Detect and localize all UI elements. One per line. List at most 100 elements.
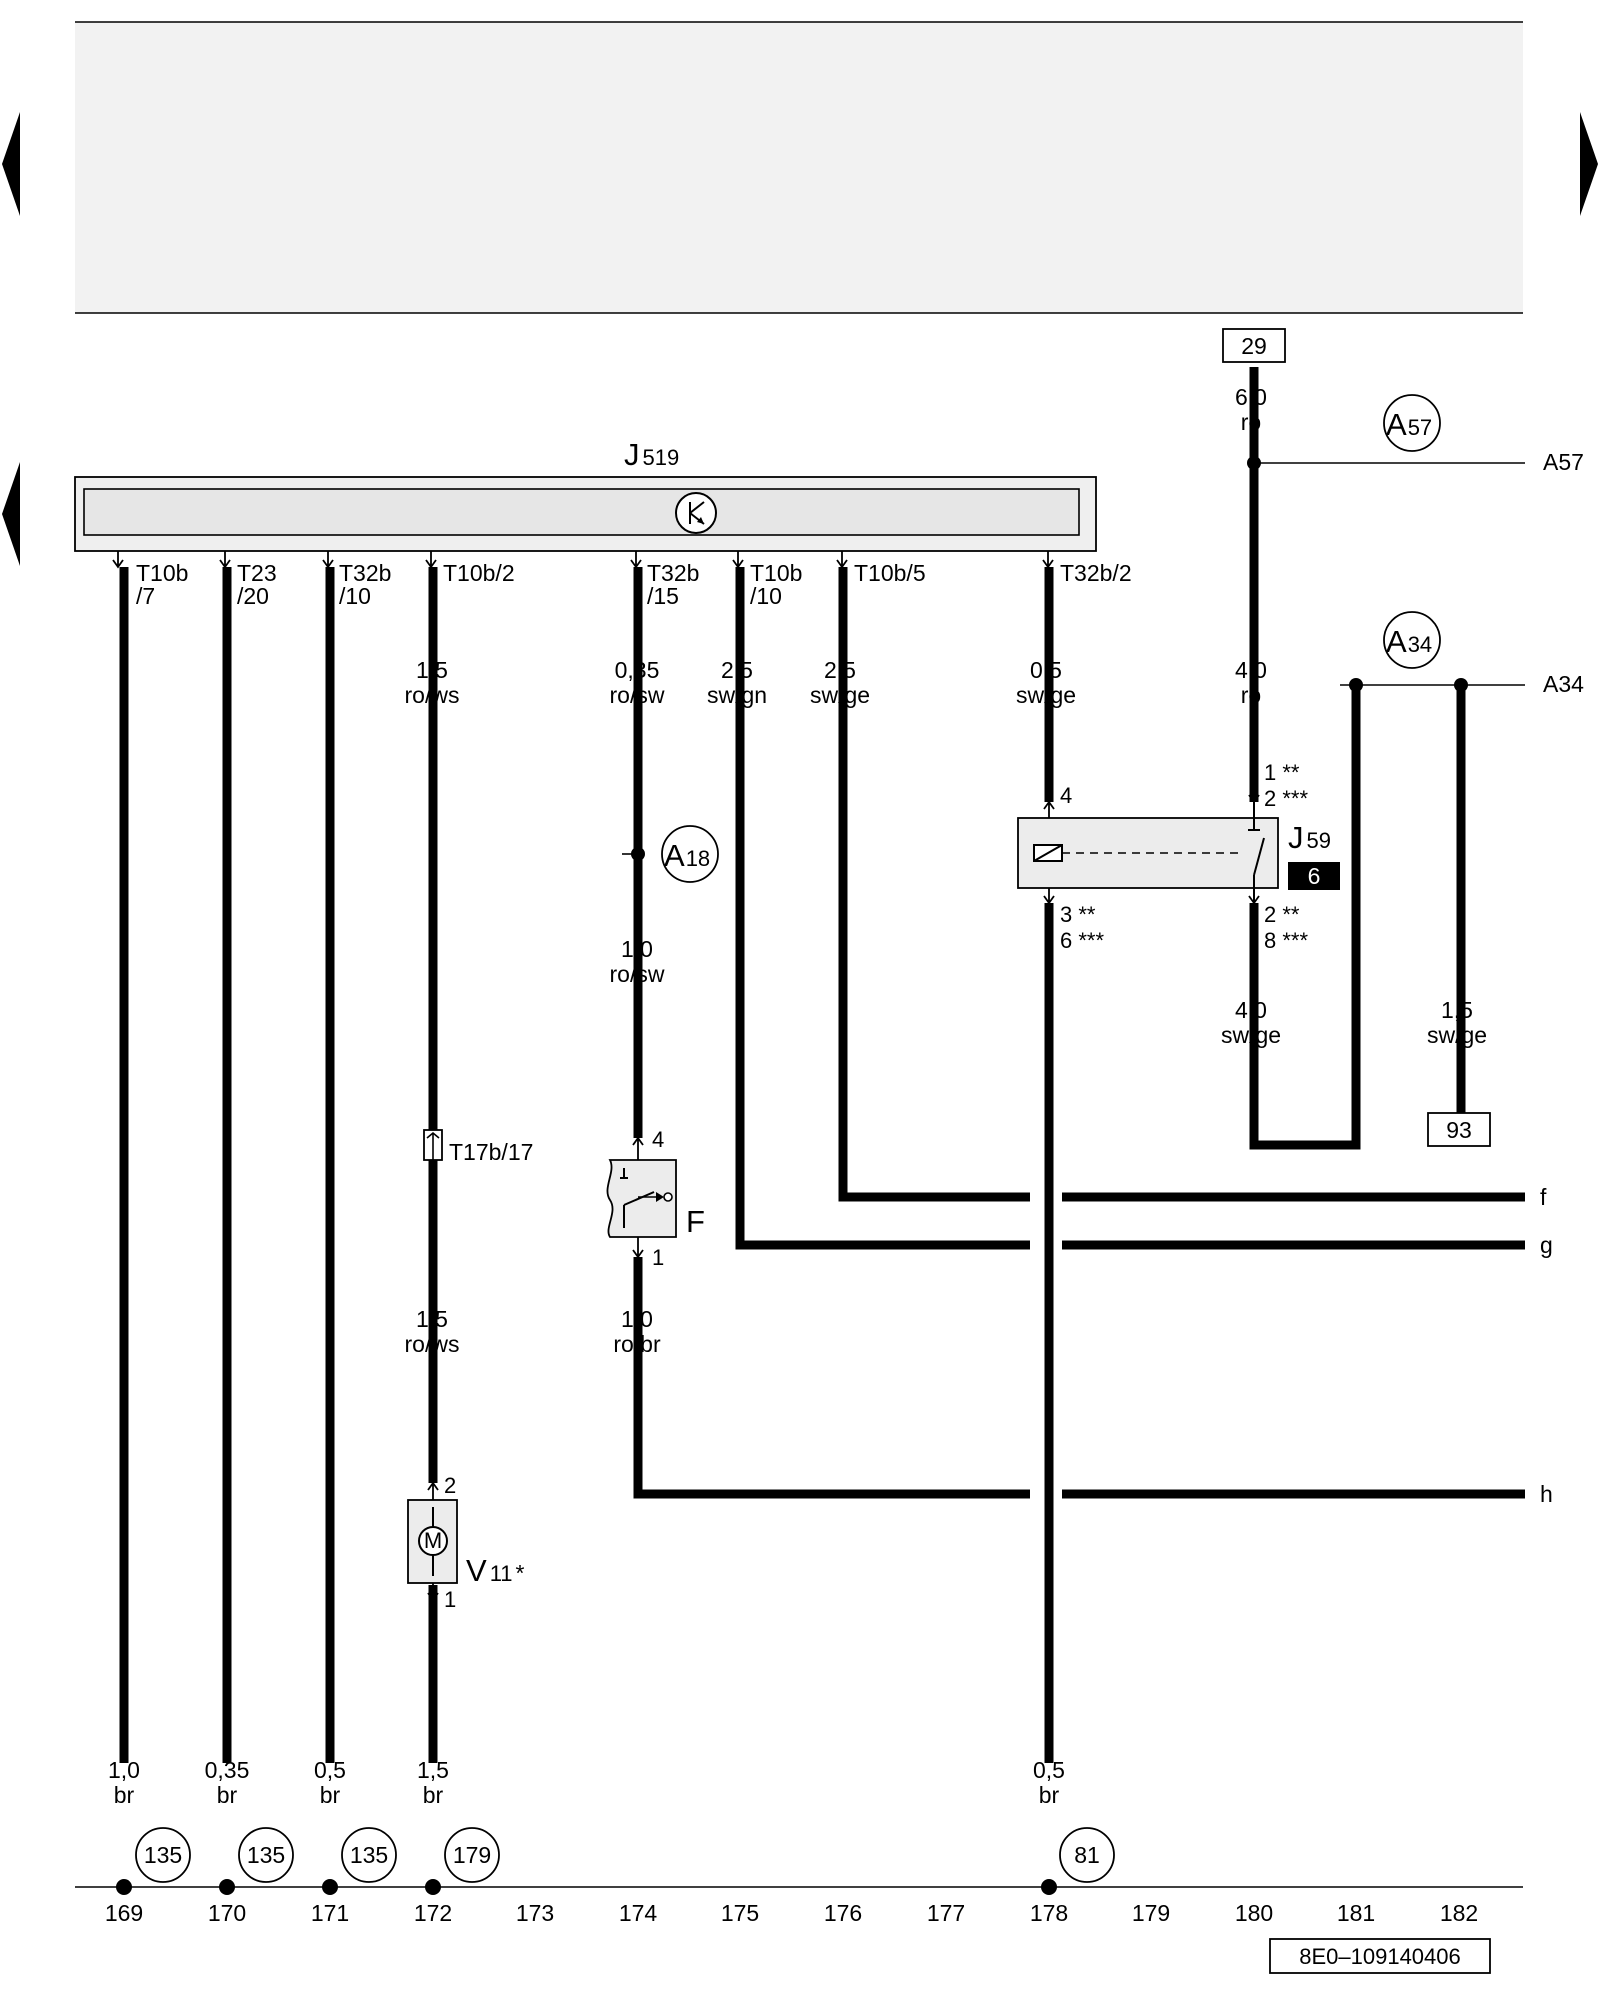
connection-point-a18: A18	[661, 825, 719, 883]
svg-text:sw/ge: sw/ge	[1016, 682, 1076, 708]
svg-text:8E0–109140406: 8E0–109140406	[1299, 1944, 1461, 1969]
j59-pin-3: 3 **	[1060, 902, 1096, 927]
svg-text:ro/br: ro/br	[613, 1331, 661, 1357]
svg-text:sw/ge: sw/ge	[1221, 1022, 1281, 1048]
t17b-label: T17b/17	[449, 1139, 533, 1165]
j59-pin-2-out: 2 **	[1264, 902, 1300, 927]
svg-text:179: 179	[453, 1842, 491, 1868]
terminal-t10b-7: T10b/7	[136, 560, 188, 609]
track-number: 178	[1030, 1900, 1068, 1926]
prev-page-arrow-icon[interactable]	[2, 112, 20, 216]
svg-text:2,5: 2,5	[824, 657, 856, 683]
svg-text:29: 29	[1241, 333, 1267, 359]
track-number: 171	[311, 1900, 349, 1926]
svg-text:br: br	[1039, 1782, 1060, 1808]
svg-text:A57: A57	[1386, 407, 1432, 442]
svg-text:ro/sw: ro/sw	[610, 961, 665, 987]
terminal-t10b-10: T10b/10	[750, 560, 802, 609]
svg-text:1,0: 1,0	[621, 936, 653, 962]
svg-text:93: 93	[1446, 1117, 1472, 1143]
track-number: 175	[721, 1900, 759, 1926]
ground-bus-dots	[116, 1879, 1057, 1895]
ground-ref-178[interactable]: 81	[1059, 1827, 1115, 1883]
svg-text:ro/ws: ro/ws	[405, 682, 460, 708]
j59-location-badge: 6	[1288, 862, 1340, 890]
svg-text:81: 81	[1074, 1842, 1100, 1868]
svg-text:1,5: 1,5	[416, 657, 448, 683]
v11-pin-1: 1	[444, 1587, 456, 1612]
svg-text:135: 135	[247, 1842, 285, 1868]
svg-text:135: 135	[350, 1842, 388, 1868]
j59-pin-8: 8 ***	[1264, 928, 1308, 953]
svg-text:1,5: 1,5	[1441, 997, 1473, 1023]
svg-text:1,5: 1,5	[417, 1757, 449, 1783]
control-unit-symbol-icon	[675, 492, 717, 534]
svg-text:A18: A18	[664, 838, 710, 873]
terminal-t23-20: T23/20	[237, 560, 277, 609]
svg-text:br: br	[320, 1782, 341, 1808]
svg-text:1,0: 1,0	[621, 1306, 653, 1332]
terminal-t32b-2: T32b/2	[1060, 560, 1132, 586]
svg-text:1,5: 1,5	[416, 1306, 448, 1332]
ground-ref-170[interactable]: 135	[238, 1827, 294, 1883]
continuation-f: f	[1540, 1184, 1547, 1210]
motor-icon	[418, 1526, 448, 1556]
ground-ref-171[interactable]: 135	[341, 1827, 397, 1883]
a34-side-label: A34	[1543, 671, 1584, 697]
track-numbers: 169 170 171 172 173 174 175 176 177 178 …	[105, 1900, 1478, 1926]
track-number: 177	[927, 1900, 965, 1926]
wire-labels: 1,5 ro/ws 0,35 ro/sw 2,5 sw/gn 2,5 sw/ge…	[108, 384, 1487, 1808]
next-page-arrow-icon[interactable]	[1580, 112, 1598, 216]
svg-text:2,5: 2,5	[721, 657, 753, 683]
motor-v11: M	[407, 1481, 458, 1602]
wiring	[119, 367, 1525, 1763]
connection-point-a57: A57	[1383, 394, 1441, 452]
svg-text:6,0: 6,0	[1235, 384, 1267, 410]
svg-text:4,0: 4,0	[1235, 997, 1267, 1023]
back-section-arrow-icon[interactable]	[2, 462, 20, 566]
terminal-t32b-10: T32b/10	[339, 560, 391, 609]
header-band	[75, 22, 1523, 313]
track-number: 176	[824, 1900, 862, 1926]
track-number: 169	[105, 1900, 143, 1926]
track-number: 180	[1235, 1900, 1273, 1926]
ground-ref-169[interactable]: 135	[135, 1827, 191, 1883]
track-number: 173	[516, 1900, 554, 1926]
svg-text:4,0: 4,0	[1235, 657, 1267, 683]
track-number: 182	[1440, 1900, 1478, 1926]
terminal-t10b-2: T10b/2	[443, 560, 515, 586]
terminal-t32b-15: T32b/15	[647, 560, 699, 609]
svg-text:br: br	[423, 1782, 444, 1808]
v11-pin-2: 2	[444, 1473, 456, 1498]
svg-text:0,5: 0,5	[1030, 657, 1062, 683]
ref-box-93[interactable]: 93	[1427, 1112, 1491, 1147]
svg-text:0,35: 0,35	[205, 1757, 250, 1783]
continuation-h: h	[1540, 1481, 1553, 1507]
j59-pin-2-in: 2 ***	[1264, 786, 1308, 811]
svg-text:sw/gn: sw/gn	[707, 682, 767, 708]
j59-pin-4: 4	[1060, 783, 1072, 808]
track-number: 179	[1132, 1900, 1170, 1926]
svg-text:br: br	[217, 1782, 238, 1808]
svg-text:ro: ro	[1241, 682, 1261, 708]
continuation-g: g	[1540, 1232, 1553, 1258]
relay-j59	[1017, 788, 1279, 905]
terminal-t10b-5: T10b/5	[854, 560, 926, 586]
svg-text:ro/sw: ro/sw	[610, 682, 665, 708]
svg-text:135: 135	[144, 1842, 182, 1868]
f-pin-1: 1	[652, 1245, 664, 1270]
track-number: 172	[414, 1900, 452, 1926]
connector-t17b-icon	[423, 1129, 443, 1161]
track-number: 174	[619, 1900, 658, 1926]
svg-text:0,5: 0,5	[314, 1757, 346, 1783]
ref-box-29[interactable]: 29	[1222, 328, 1286, 363]
a57-side-label: A57	[1543, 449, 1584, 475]
j59-pin-1: 1 **	[1264, 760, 1300, 785]
svg-text:M: M	[424, 1528, 442, 1553]
svg-text:ro: ro	[1241, 409, 1261, 435]
svg-text:sw/ge: sw/ge	[810, 682, 870, 708]
ground-ref-172[interactable]: 179	[444, 1827, 500, 1883]
